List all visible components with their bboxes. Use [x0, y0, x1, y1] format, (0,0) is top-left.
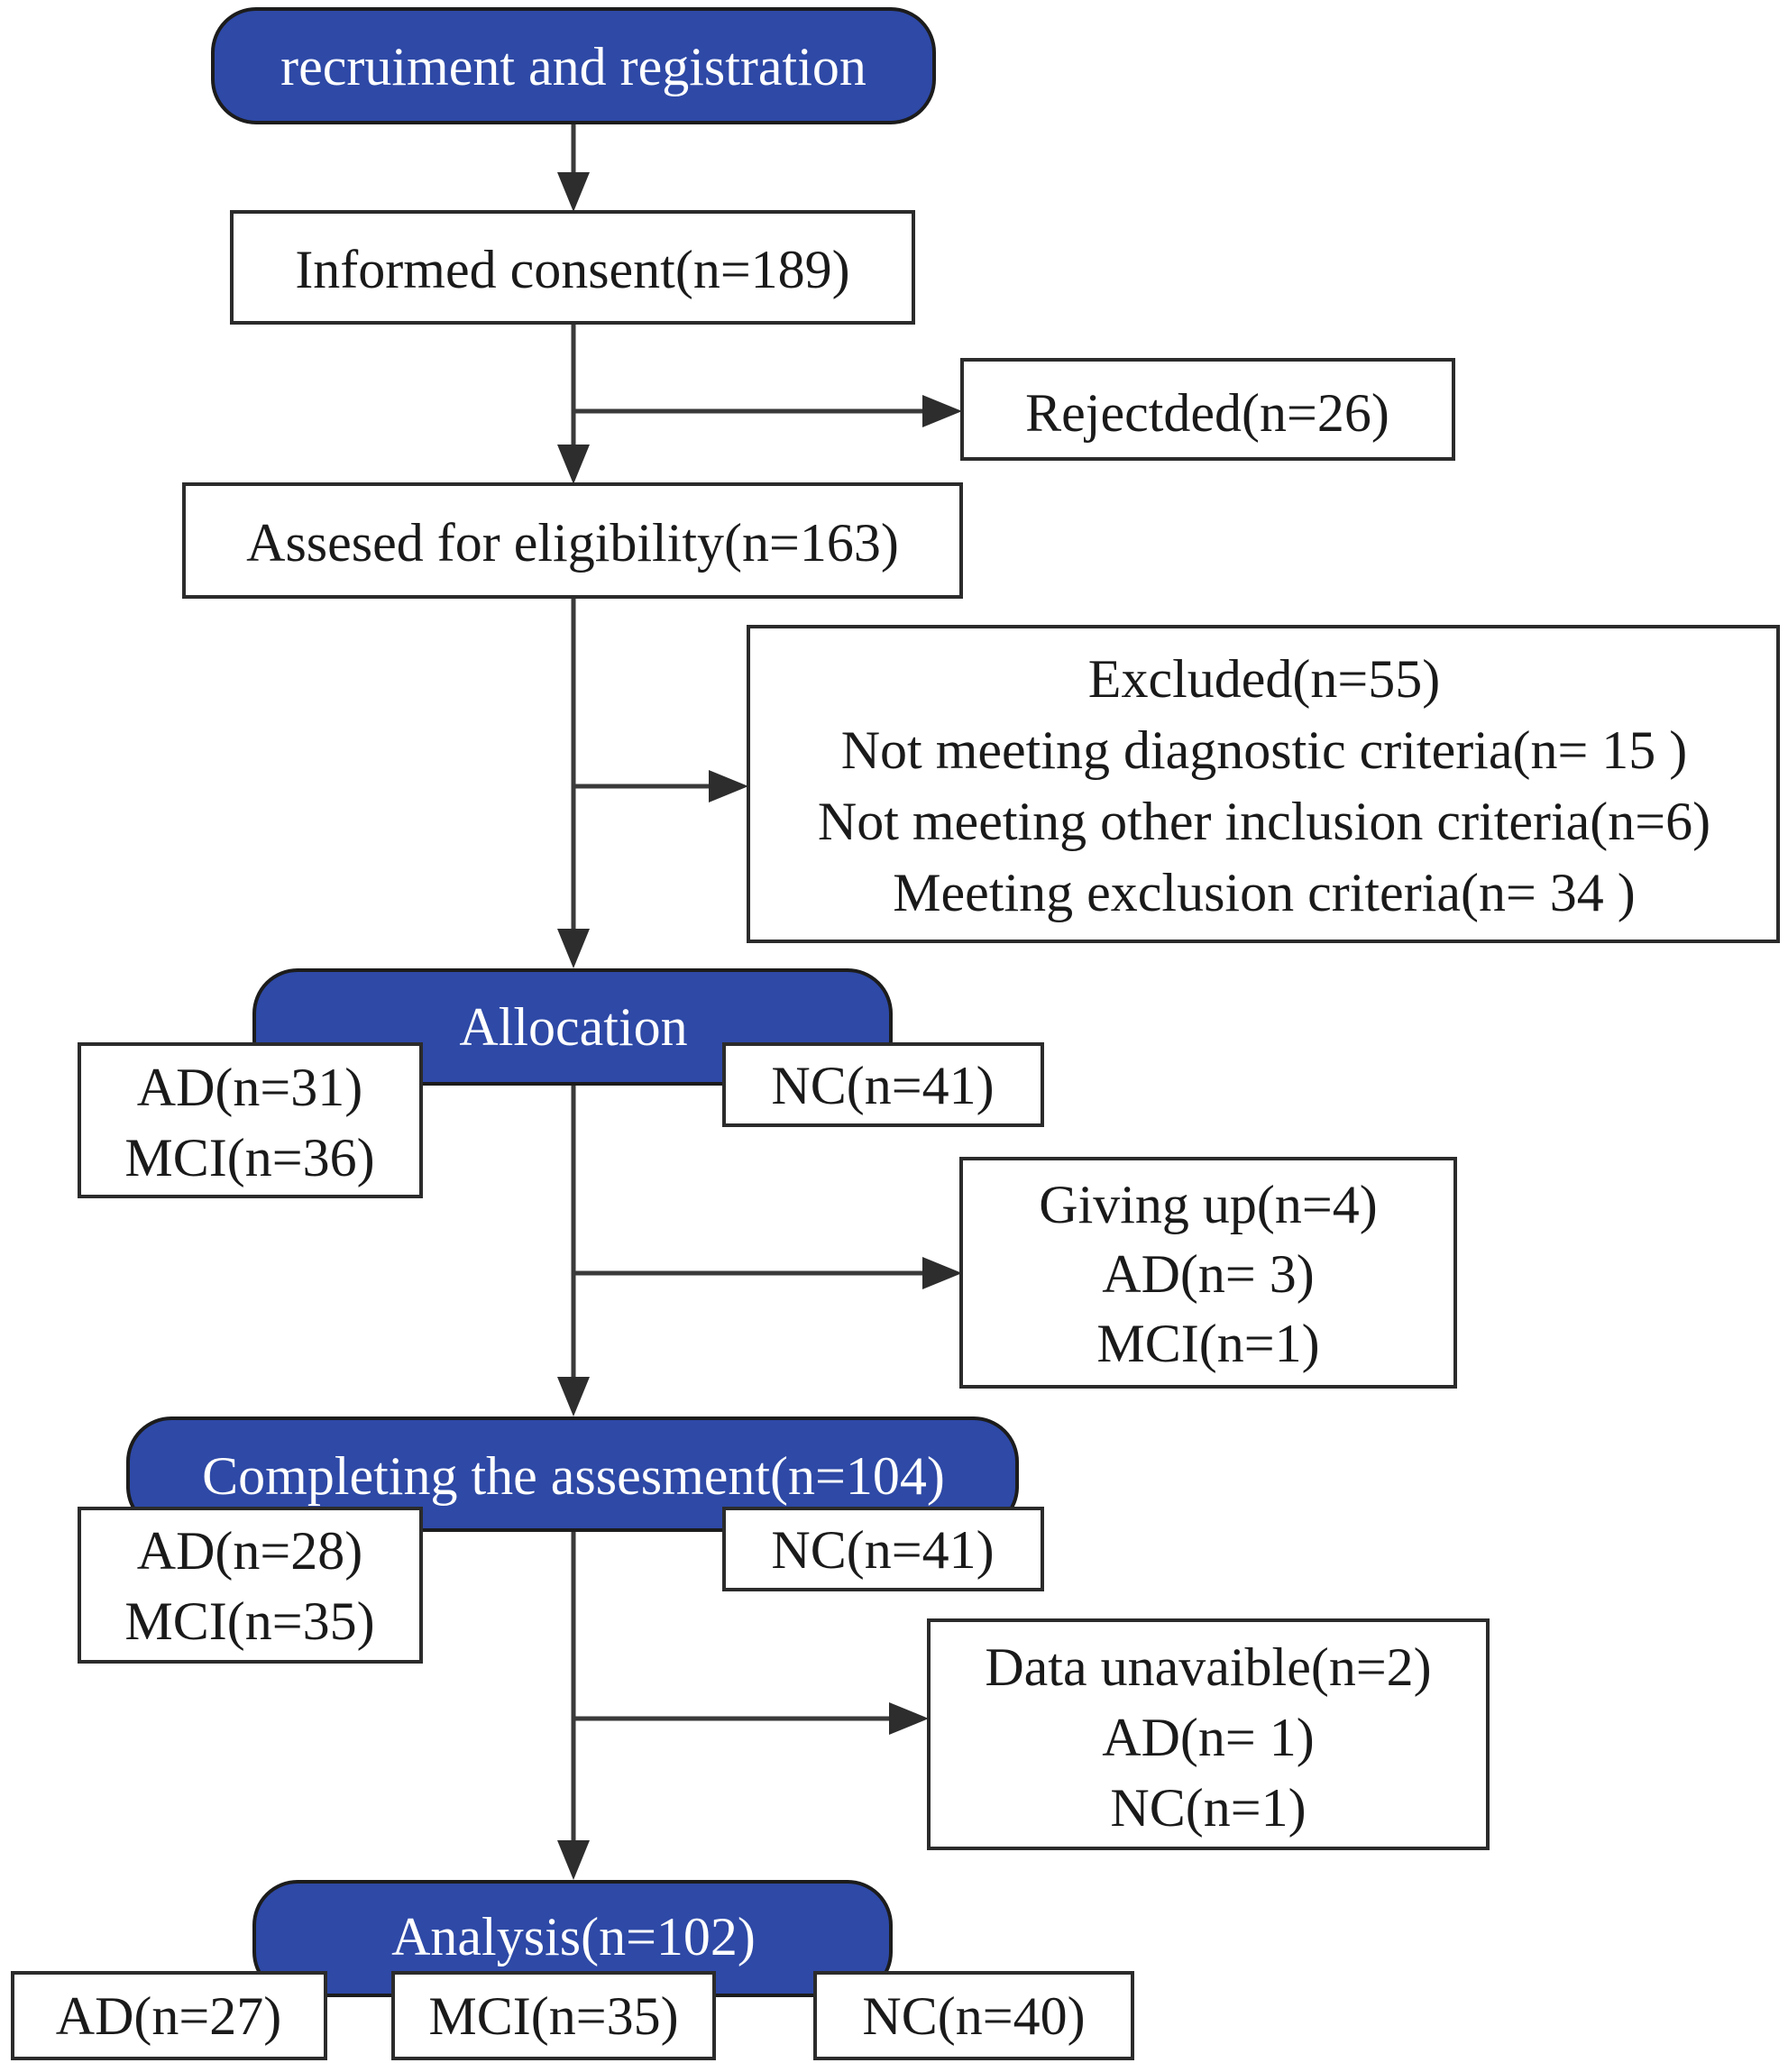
- eligibility-box: [182, 482, 963, 599]
- analysis-mci: MCI(n=35): [428, 1986, 678, 2046]
- arrowhead-analysis: [557, 1840, 590, 1880]
- giving-up-title: Giving up(n=4): [1039, 1175, 1377, 1234]
- data-unavailable-node: Data unavaible(n=2) AD(n= 1) NC(n=1): [927, 1618, 1490, 1850]
- analysis-node: Analysis(n=102) AD(n=27) MCI(n=35) NC(n=…: [11, 1880, 1134, 2060]
- allocation-ad: AD(n=31): [137, 1058, 362, 1117]
- giving-up-node: Giving up(n=4) AD(n= 3) MCI(n=1): [959, 1157, 1457, 1389]
- allocation-right-box: [722, 1042, 1044, 1127]
- data-unavailable-ad: AD(n= 1): [1102, 1708, 1314, 1767]
- arrowhead-rejected: [922, 395, 962, 427]
- recruitment-node: recruiment and registration: [211, 7, 936, 124]
- allocation-left-box: [78, 1042, 423, 1198]
- giving-up-box: [959, 1157, 1457, 1389]
- completing-mci: MCI(n=35): [124, 1591, 374, 1651]
- arrowhead-data-unavailable: [889, 1702, 929, 1735]
- eligibility-label: Assesed for eligibility(n=163): [246, 513, 899, 573]
- allocation-node: Allocation AD(n=31) MCI(n=36) NC(n=41): [78, 968, 1044, 1198]
- rejected-node: Rejectded(n=26): [960, 358, 1455, 461]
- data-unavailable-title: Data unavaible(n=2): [985, 1637, 1431, 1697]
- analysis-ad: AD(n=27): [56, 1986, 281, 2046]
- analysis-mci-box: [391, 1971, 716, 2060]
- giving-up-mci: MCI(n=1): [1096, 1314, 1319, 1373]
- completing-ad: AD(n=28): [137, 1521, 362, 1581]
- analysis-nc: NC(n=40): [862, 1986, 1085, 2046]
- completing-right-box: [722, 1507, 1044, 1591]
- recruitment-label: recruiment and registration: [280, 37, 866, 96]
- excluded-other-inclusion: Not meeting other inclusion criteria(n=6…: [818, 792, 1710, 851]
- eligibility-node: Assesed for eligibility(n=163): [182, 482, 963, 599]
- analysis-ad-box: [11, 1971, 327, 2060]
- allocation-mci: MCI(n=36): [124, 1128, 374, 1187]
- excluded-title: Excluded(n=55): [1088, 649, 1440, 709]
- allocation-nc: NC(n=41): [771, 1056, 994, 1115]
- arrowhead-completing: [557, 1377, 590, 1416]
- excluded-box: [747, 625, 1780, 943]
- analysis-nc-box: [813, 1971, 1134, 2060]
- arrowhead-excluded: [709, 770, 748, 802]
- arrowhead-allocation: [557, 929, 590, 968]
- consent-box: [230, 210, 915, 325]
- recruitment-pill: [211, 7, 936, 124]
- excluded-exclusion: Meeting exclusion criteria(n= 34 ): [893, 863, 1636, 922]
- arrowhead-consent: [557, 172, 590, 212]
- giving-up-ad: AD(n= 3): [1102, 1244, 1314, 1304]
- completing-label: Completing the assesment(n=104): [202, 1446, 945, 1506]
- consent-node: Informed consent(n=189): [230, 210, 915, 325]
- consent-label: Informed consent(n=189): [295, 240, 849, 299]
- excluded-diagnostic: Not meeting diagnostic criteria(n= 15 ): [841, 720, 1688, 780]
- arrowhead-eligibility: [557, 445, 590, 484]
- completing-left-box: [78, 1507, 423, 1664]
- rejected-box: [960, 358, 1455, 461]
- arrowhead-giving-up: [922, 1257, 962, 1289]
- excluded-node: Excluded(n=55) Not meeting diagnostic cr…: [747, 625, 1780, 943]
- data-unavailable-nc: NC(n=1): [1110, 1778, 1306, 1838]
- data-unavailable-box: [927, 1618, 1490, 1850]
- completing-nc: NC(n=41): [771, 1520, 994, 1580]
- connectors: [557, 123, 962, 1880]
- rejected-label: Rejectded(n=26): [1025, 383, 1389, 443]
- completing-node: Completing the assesment(n=104) AD(n=28)…: [78, 1416, 1044, 1664]
- completing-pill: [126, 1416, 1019, 1532]
- allocation-label: Allocation: [459, 997, 687, 1057]
- analysis-label: Analysis(n=102): [391, 1907, 756, 1967]
